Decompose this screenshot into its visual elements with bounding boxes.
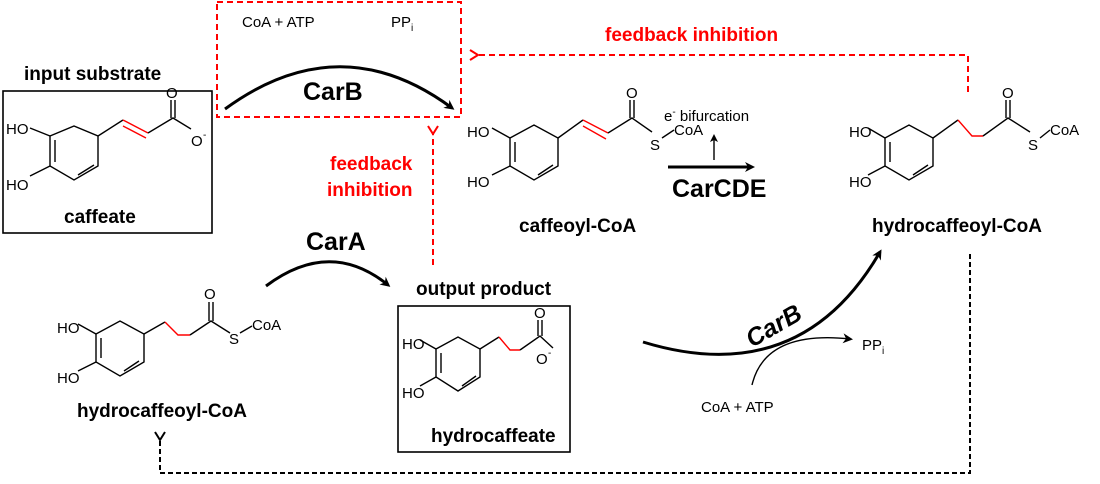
hydrocaffeoyl-coa-left-structure: HO HO O S CoA: [57, 286, 281, 387]
bottom-ppi-label: PPi: [862, 337, 884, 357]
svg-text:S: S: [650, 137, 660, 154]
svg-text:HO: HO: [402, 385, 425, 402]
carb-bottom-reaction: CarB CoA + ATP PPi: [642, 249, 884, 416]
carb-enzyme-label: CarB: [303, 78, 363, 106]
hydrocaffeate-box: [397, 305, 571, 453]
hydrocaffeoyl-coa-right-structure: HO HO O S CoA: [849, 85, 1079, 191]
carcde-enzyme-label: CarCDE: [672, 175, 766, 203]
svg-text:CoA: CoA: [1050, 122, 1079, 139]
hydrocaffeate-label: hydrocaffeate: [431, 426, 556, 447]
caffeate-structure: HO HO O O -: [6, 85, 206, 194]
svg-text:HO: HO: [467, 174, 490, 191]
hydrocaffeoyl-coa-left: HO HO O S CoA hydrocaffeoyl-CoA: [57, 286, 281, 422]
svg-text:HO: HO: [849, 124, 872, 141]
ppi-label: PPi: [391, 14, 413, 34]
svg-text:O: O: [191, 133, 203, 150]
feedback-arrow-top: [469, 49, 969, 92]
hydrocaffeate-structure: HO HO O O -: [402, 305, 554, 402]
hydrocaffeoyl-coa-right-label: hydrocaffeoyl-CoA: [872, 216, 1042, 237]
svg-text:-: -: [203, 130, 206, 141]
hydrocaffeoyl-coa-left-label: hydrocaffeoyl-CoA: [77, 401, 247, 422]
svg-text:HO: HO: [402, 336, 425, 353]
cofactor-arrow: [751, 333, 853, 386]
recycle-loop-arrow: [154, 254, 971, 474]
caffeoyl-coa-label: caffeoyl-CoA: [519, 216, 636, 237]
output-product-heading: output product: [416, 279, 552, 300]
hydrocaffeoyl-coa-right: HO HO O S CoA hydrocaffeoyl-CoA: [849, 85, 1079, 237]
svg-text:O: O: [626, 85, 638, 102]
svg-text:HO: HO: [849, 174, 872, 191]
cara-enzyme-label: CarA: [306, 228, 366, 256]
svg-text:CoA: CoA: [252, 317, 281, 334]
feedback-label-line1: feedback: [330, 154, 413, 175]
input-substrate-heading: input substrate: [24, 64, 161, 85]
caffeoyl-coa: HO HO O S CoA caffeoyl-CoA: [467, 85, 703, 237]
caffeate-box: [2, 90, 213, 234]
carb-bottom-arrow: [642, 249, 882, 356]
carb-highlight-box: [216, 1, 462, 118]
svg-text:O: O: [204, 286, 216, 303]
bottom-cofactors-in-label: CoA + ATP: [701, 399, 774, 416]
cara-reaction: CarA: [265, 228, 391, 288]
caffeate-label: caffeate: [64, 207, 136, 228]
svg-text:HO: HO: [57, 370, 80, 387]
svg-text:O: O: [166, 85, 178, 102]
caffeoyl-coa-structure: HO HO O S CoA: [467, 85, 703, 191]
svg-text:-: -: [548, 348, 551, 359]
cara-arrow: [265, 260, 391, 288]
svg-text:HO: HO: [57, 320, 80, 337]
svg-text:HO: HO: [6, 177, 29, 194]
svg-text:HO: HO: [467, 124, 490, 141]
svg-text:O: O: [1002, 85, 1014, 102]
svg-text:S: S: [1028, 137, 1038, 154]
svg-text:CoA: CoA: [674, 122, 703, 139]
cofactors-in-label: CoA + ATP: [242, 14, 315, 31]
svg-text:HO: HO: [6, 121, 29, 138]
input-substrate: input substrate HO HO O O - caffeate: [2, 64, 213, 234]
carb-top-reaction: CoA + ATP PPi CarB: [216, 1, 462, 118]
feedback-label-line2: inhibition: [327, 180, 412, 201]
feedback-inhibition-top-label: feedback inhibition: [605, 25, 778, 46]
bifurcation-label: e- bifurcation: [664, 107, 749, 125]
svg-text:O: O: [536, 351, 548, 368]
svg-text:S: S: [229, 331, 239, 348]
carb-arrow: [224, 65, 455, 111]
output-product: output product HO HO O O - hydrocaffeate: [397, 279, 571, 453]
carcde-reaction: e- bifurcation CarCDE: [664, 107, 766, 203]
svg-text:O: O: [534, 305, 546, 322]
